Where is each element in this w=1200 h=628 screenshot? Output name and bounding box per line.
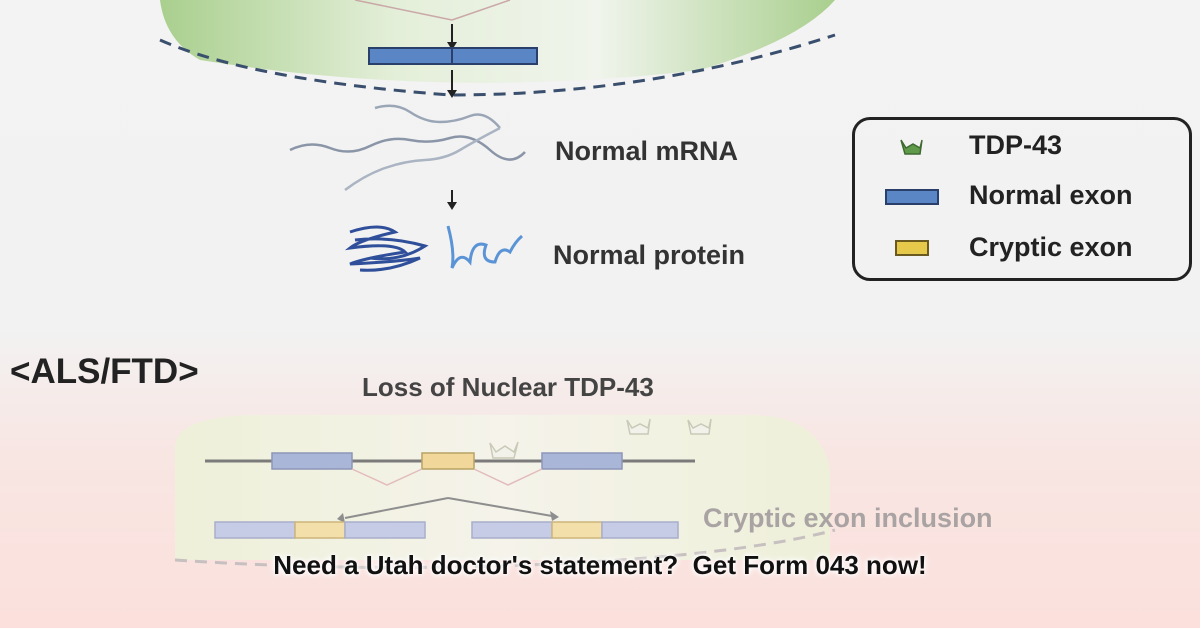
loss-subtitle: Loss of Nuclear TDP-43 — [362, 372, 654, 402]
legend-label-tdp43: TDP-43 — [969, 130, 1063, 160]
arrow-1-head — [447, 42, 457, 50]
splice-line-left — [354, 0, 453, 21]
diverge-head-right — [550, 511, 559, 521]
normal-mrna-label: Normal mRNA — [555, 136, 739, 166]
tdp43-faded-2 — [626, 418, 651, 435]
legend-label-cryptic-exon: Cryptic exon — [969, 232, 1133, 262]
product-left-exon-b — [344, 521, 426, 539]
mrna-strand-2 — [374, 104, 501, 129]
mrna-strand-3 — [344, 126, 501, 192]
product-right-exon-a — [471, 521, 553, 539]
splice-v-left — [351, 468, 423, 486]
section-title: <ALS/FTD> — [10, 352, 199, 391]
normal-protein-label: Normal protein — [553, 240, 746, 270]
product-left-cryptic — [294, 521, 346, 539]
cryptic-inclusion-label: Cryptic exon inclusion — [703, 503, 993, 533]
legend: TDP-43 Normal exon Cryptic exon — [852, 117, 1192, 281]
arrow-3-head — [447, 202, 457, 210]
mrna-strand-1 — [289, 135, 526, 161]
splice-v-right — [473, 468, 543, 486]
normal-exon-swatch — [885, 189, 939, 205]
product-left-exon-a — [214, 521, 296, 539]
diverge-line-left — [344, 497, 449, 519]
faded-exon-2 — [541, 452, 623, 470]
tdp43-icon — [900, 139, 923, 155]
diverge-head-left — [337, 513, 345, 523]
product-right-cryptic — [551, 521, 603, 539]
nucleus-top-boundary — [159, 33, 836, 97]
tdp43-faded-3 — [687, 418, 712, 435]
faded-exon-1 — [271, 452, 353, 470]
faded-cryptic-exon — [421, 452, 475, 470]
legend-label-normal-exon: Normal exon — [969, 180, 1133, 210]
nucleus-top — [160, 0, 835, 83]
splice-line-right — [451, 0, 511, 21]
promo-caption: Need a Utah doctor's statement? Get Form… — [273, 550, 927, 580]
diverge-line-right — [447, 497, 553, 517]
product-right-exon-b — [601, 521, 679, 539]
cryptic-exon-swatch — [895, 240, 929, 256]
arrow-2-head — [447, 90, 457, 98]
protein-left — [344, 225, 429, 272]
tdp43-faded-1 — [489, 441, 519, 459]
protein-right — [446, 225, 523, 269]
